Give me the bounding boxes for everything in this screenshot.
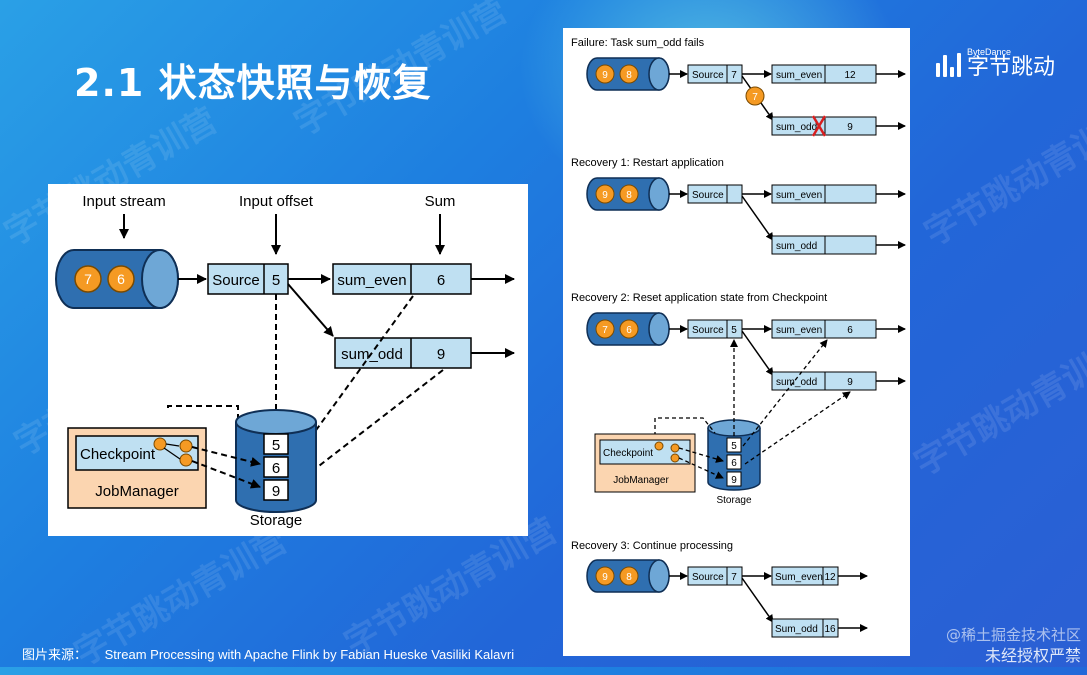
storage-cylinder: 5 6 9 <box>235 409 317 513</box>
watermark: 字节跳动青训营 <box>917 100 1087 255</box>
sum-even-label: sum_even <box>776 70 822 81</box>
logo-big-text: 字节跳动 <box>967 55 1056 80</box>
sum-label: Sum <box>425 193 456 210</box>
checkpoint-barrier-icons <box>153 437 193 467</box>
source-task <box>207 263 289 295</box>
storage-value: 9 <box>272 483 280 500</box>
right-diagram-panel: Failure: Task sum_odd fails 9 8 Source 7… <box>563 28 910 656</box>
sum-even-label: sum_even <box>776 190 822 201</box>
input-offset-label: Input offset <box>239 193 314 210</box>
section-heading: Failure: Task sum_odd fails <box>571 37 705 49</box>
sum-even-label: Sum_even <box>775 572 823 583</box>
checkpoint-label: Checkpoint <box>603 448 653 459</box>
event-value: 9 <box>602 190 608 201</box>
storage-value: 6 <box>272 460 280 477</box>
sum-even-value: 12 <box>844 70 856 81</box>
sum-odd-label: sum_odd <box>776 377 817 388</box>
event-value: 7 <box>84 271 92 287</box>
failure-cross-icon <box>811 115 827 137</box>
source-label: Source <box>212 272 260 289</box>
sum-odd-label: sum_odd <box>776 241 817 252</box>
sum-even-value: 6 <box>437 272 445 289</box>
source-offset: 7 <box>731 70 737 81</box>
slide-title: 2.1 状态快照与恢复 <box>74 61 432 105</box>
footer-watermark: 未经授权严禁 <box>984 646 1081 665</box>
left-diagram-panel: Input stream Input offset Sum 7 6 Source… <box>48 184 528 536</box>
section-reset: Recovery 2: Reset application state from… <box>571 292 906 506</box>
checkpoint-label: Checkpoint <box>80 446 156 463</box>
bytedance-logo-icon <box>936 51 961 77</box>
section-heading: Recovery 3: Continue processing <box>571 540 733 552</box>
sum-odd-label: sum_odd <box>776 122 817 133</box>
image-source-caption: 图片来源： Stream Processing with Apache Flin… <box>22 644 514 663</box>
sum-even-label: sum_even <box>337 272 406 289</box>
caption-label: 图片来源： <box>22 648 88 663</box>
source-offset: 5 <box>731 325 737 336</box>
event-circle <box>107 265 135 293</box>
sum-odd-value: 9 <box>847 122 853 133</box>
storage-value: 6 <box>731 458 737 469</box>
section-restart: Recovery 1: Restart application 9 8 Sour… <box>571 157 906 255</box>
event-value: 8 <box>626 572 632 583</box>
source-label: Source <box>692 70 724 81</box>
event-value: 7 <box>602 325 608 336</box>
event-value: 6 <box>117 271 125 287</box>
sum-even-value: 6 <box>847 325 853 336</box>
checkpoint-diagram: Input stream Input offset Sum 7 6 Source… <box>55 193 515 529</box>
section-heading: Recovery 2: Reset application state from… <box>571 292 827 304</box>
checkpoint-to-storage-arrows <box>191 446 261 489</box>
watermark: 字节跳动青训营 <box>907 330 1087 485</box>
source-label: Source <box>692 325 724 336</box>
source-offset: 5 <box>272 272 280 289</box>
source-offset: 7 <box>731 572 737 583</box>
sum-odd-label: Sum_odd <box>775 624 818 635</box>
recovery-diagram: Failure: Task sum_odd fails 9 8 Source 7… <box>571 37 906 638</box>
input-stream-pipe: 7 6 <box>55 249 179 309</box>
event-value: 9 <box>602 70 608 81</box>
sum-even-value: 12 <box>824 572 836 583</box>
section-continue: Recovery 3: Continue processing 9 8 Sour… <box>571 540 868 638</box>
caption-text: Stream Processing with Apache Flink by F… <box>104 647 515 662</box>
input-stream-label: Input stream <box>82 193 165 210</box>
jobmanager-label: JobManager <box>613 475 669 486</box>
logo-small-text: ByteDance <box>967 47 1012 57</box>
sum-odd-value: 16 <box>824 624 836 635</box>
sum-odd-value: 9 <box>437 346 445 363</box>
inflight-event-value: 7 <box>752 92 758 103</box>
source-label: Source <box>692 572 724 583</box>
event-circle <box>74 265 102 293</box>
event-value: 8 <box>626 190 632 201</box>
section-failure: Failure: Task sum_odd fails 9 8 Source 7… <box>571 37 906 137</box>
event-value: 6 <box>626 325 632 336</box>
sum-odd-task <box>334 337 472 369</box>
footer-watermark: @稀土掘金技术社区 <box>945 626 1081 644</box>
sum-odd-value: 9 <box>847 377 853 388</box>
event-value: 8 <box>626 70 632 81</box>
inflight-event-circle <box>745 86 765 106</box>
bytedance-logo: ByteDance 字节跳动 <box>936 48 1055 79</box>
storage-value: 5 <box>272 437 280 454</box>
sum-even-label: sum_even <box>776 325 822 336</box>
storage-value: 5 <box>731 441 737 452</box>
storage-label: Storage <box>716 495 751 506</box>
checkpoint-box <box>75 435 199 471</box>
storage-label: Storage <box>250 512 303 529</box>
sum-odd-label: sum_odd <box>341 346 403 363</box>
event-value: 9 <box>602 572 608 583</box>
source-label: Source <box>692 190 724 201</box>
section-heading: Recovery 1: Restart application <box>571 157 724 169</box>
jobmanager-label: JobManager <box>95 483 178 500</box>
storage-value: 9 <box>731 475 737 486</box>
source-to-odd-arrow <box>287 283 334 337</box>
